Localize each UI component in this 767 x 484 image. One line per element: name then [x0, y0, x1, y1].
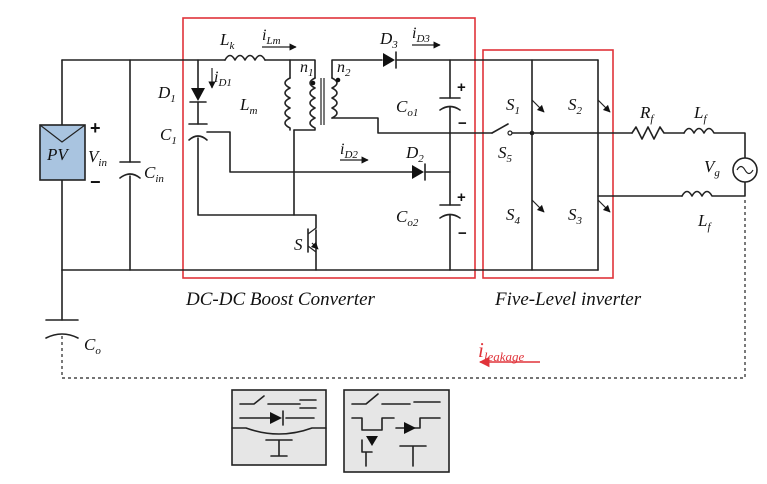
- switch-diode-inset-icon: [231, 389, 327, 466]
- secondary-top-wire: [331, 59, 383, 79]
- label-s3: S3: [568, 205, 583, 227]
- label-rf: Rf: [639, 103, 655, 125]
- label-lf-bottom: Lf: [697, 211, 712, 233]
- top-wire-to-primary: [264, 59, 316, 79]
- label-pv: PV: [46, 145, 70, 164]
- s4-switch: [531, 199, 545, 213]
- co1-minus-sign: −: [458, 115, 467, 132]
- label-s5: S5: [498, 143, 513, 165]
- label-ileakage: ileakage: [478, 338, 524, 364]
- ac-source-icon: [732, 157, 758, 183]
- s5-switch: [491, 123, 533, 136]
- s1-switch: [531, 99, 545, 113]
- label-vg: Vg: [704, 157, 720, 179]
- vin-plus-sign: +: [90, 118, 101, 138]
- label-s2: S2: [568, 95, 583, 117]
- d3-to-co1-wire: [395, 59, 451, 99]
- d1-diode: [189, 88, 207, 103]
- co2-minus-sign: −: [458, 225, 467, 242]
- co2-capacitor: [439, 204, 461, 271]
- label-s: S: [294, 235, 303, 254]
- lf-bottom-inductor: [681, 181, 746, 197]
- c1-to-d2-wire: [206, 131, 413, 173]
- dcdc-block-outline: [182, 17, 476, 279]
- s3-switch: [597, 199, 611, 213]
- label-cin: Cin: [144, 163, 164, 185]
- label-vin: Vin: [88, 147, 107, 169]
- vin-minus-sign: −: [90, 172, 101, 192]
- co2-plus-sign: +: [457, 189, 466, 206]
- d2-diode: [412, 163, 426, 181]
- co1-plus-sign: +: [457, 79, 466, 96]
- label-id3: iD3: [412, 25, 430, 45]
- label-co1: Co1: [396, 97, 418, 119]
- co-capacitor: [45, 319, 79, 339]
- n2-polarity-dot: [335, 77, 341, 83]
- label-d3: D3: [379, 29, 398, 51]
- label-c1: C1: [160, 125, 177, 147]
- lk-inductor: [224, 54, 266, 61]
- inverter-block-title: Five-Level inverter: [494, 289, 642, 310]
- leakage-path: [61, 198, 746, 379]
- primary-winding: [293, 77, 316, 131]
- d3-diode: [383, 51, 397, 69]
- dcdc-block-title: DC-DC Boost Converter: [185, 289, 376, 310]
- pv-panel-icon: [39, 124, 86, 181]
- secondary-bottom-wire: [331, 117, 451, 134]
- label-s1: S1: [506, 95, 520, 117]
- label-lf-top: Lf: [693, 103, 708, 125]
- lf-top-inductor: [683, 127, 746, 159]
- igbt-pair-inset-icon: [343, 389, 450, 473]
- label-s4: S4: [506, 205, 521, 227]
- c1-capacitor: [188, 123, 208, 141]
- label-ilm: iLm: [262, 27, 281, 47]
- label-co2: Co2: [396, 207, 419, 229]
- s-switch: [293, 214, 319, 271]
- transformer-core: [320, 78, 325, 125]
- secondary-winding: [331, 77, 338, 119]
- s2-switch: [597, 99, 611, 113]
- label-n1: n1: [300, 59, 314, 79]
- co1-capacitor: [439, 97, 461, 134]
- inverter-block-outline: [482, 49, 614, 279]
- label-lm: Lm: [239, 95, 257, 117]
- label-lk: Lk: [219, 30, 235, 52]
- label-d1: D1: [157, 83, 176, 105]
- label-co: Co: [84, 335, 101, 357]
- cin-capacitor: [119, 59, 141, 271]
- label-id2: iD2: [340, 141, 358, 161]
- lm-inductor: [284, 77, 291, 131]
- n1-polarity-dot: [310, 80, 316, 86]
- label-n2: n2: [337, 59, 351, 79]
- label-id1: iD1: [214, 69, 232, 89]
- label-d2: D2: [405, 143, 424, 165]
- rf-resistor: [631, 126, 685, 140]
